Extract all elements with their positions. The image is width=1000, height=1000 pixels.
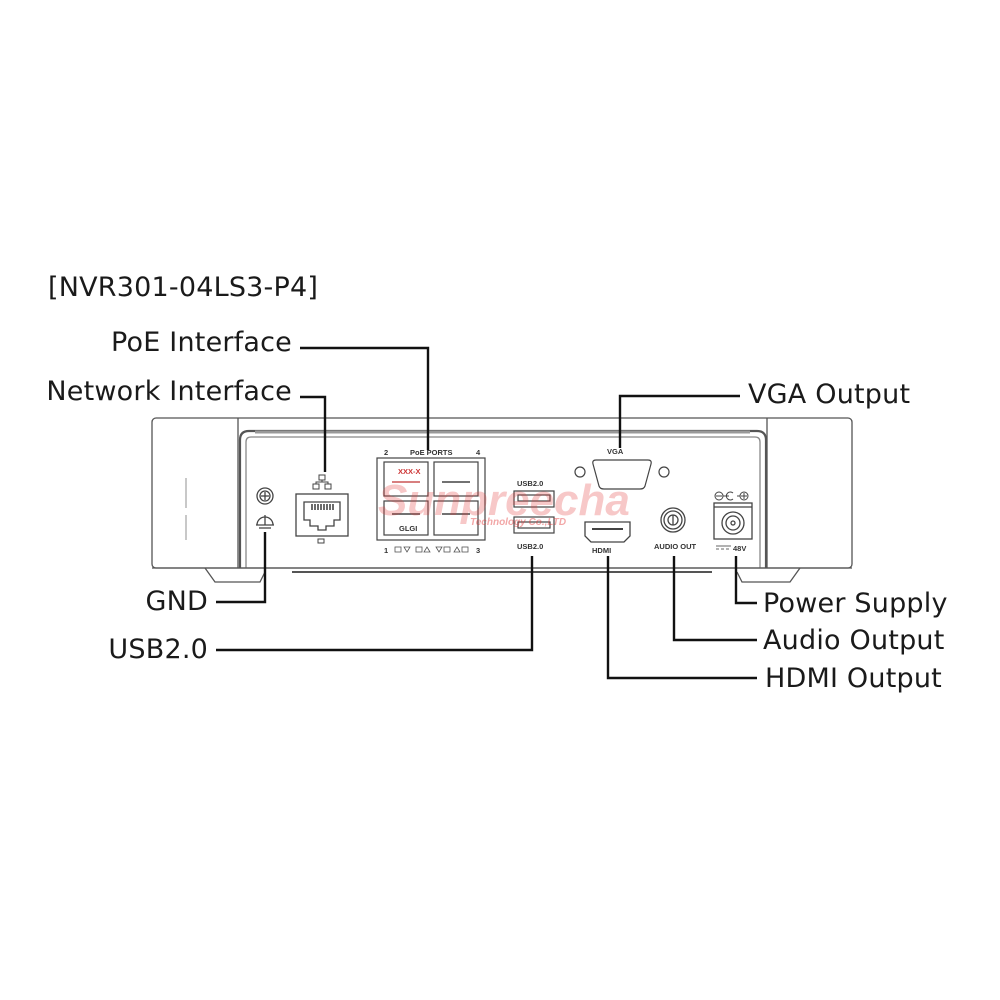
power-voltage-label: 48V (733, 544, 746, 553)
poe-interface-label: PoE Interface (111, 327, 292, 358)
poe-port-red-label: XXX-X (398, 467, 421, 476)
power-jack (713, 502, 753, 540)
lan-port (295, 493, 349, 544)
gnd-label: GND (145, 586, 208, 617)
hdmi-leader-line (606, 556, 757, 680)
ground-symbol-icon (256, 515, 274, 529)
vga-leader-line (618, 394, 740, 448)
usb20-label: USB2.0 (108, 634, 208, 665)
poe-port-number-2: 2 (384, 448, 388, 457)
vga-output-label: VGA Output (748, 379, 911, 410)
hdmi-output-label: HDMI Output (765, 663, 942, 694)
power-supply-label: Power Supply (763, 588, 948, 619)
usb-ports (513, 490, 555, 534)
watermark-brand: Sunpreecha (378, 476, 630, 525)
power-polarity-icon (714, 491, 749, 501)
audio-out-label: AUDIO OUT (654, 542, 697, 551)
audio-jack (660, 507, 686, 533)
gnd-leader-line (216, 532, 267, 604)
hdmi-label: HDMI (592, 546, 611, 555)
audio-leader-line (672, 556, 757, 642)
poe-ports (376, 457, 486, 541)
watermark-subtitle: Technology Co.,LTD (470, 517, 566, 528)
poe-port-number-3: 3 (476, 546, 480, 555)
vga-label: VGA (607, 447, 624, 456)
network-leader-line (300, 395, 327, 472)
power-leader-line (734, 556, 757, 605)
usb-top-label: USB2.0 (517, 479, 543, 488)
usb-bottom-label: USB2.0 (517, 542, 543, 551)
poe-led-indicators (394, 546, 469, 553)
poe-port-gigabit-label: GLGI (399, 524, 417, 533)
model-title: [NVR301-04LS3-P4] (48, 272, 319, 303)
poe-leader-line (300, 346, 430, 450)
audio-output-label: Audio Output (763, 625, 945, 656)
gnd-screw (256, 487, 274, 505)
network-interface-label: Network Interface (46, 376, 292, 407)
hdmi-port (584, 521, 631, 543)
chassis (151, 417, 853, 583)
poe-port-number-4: 4 (476, 448, 481, 457)
dc-symbol-icon (716, 545, 731, 550)
usb-leader-line (216, 556, 534, 652)
network-icon (312, 474, 332, 490)
poe-ports-label: PoE PORTS (410, 448, 453, 457)
vga-port (574, 459, 670, 490)
callout-leader-lines (216, 346, 757, 680)
poe-port-number-1: 1 (384, 546, 388, 555)
